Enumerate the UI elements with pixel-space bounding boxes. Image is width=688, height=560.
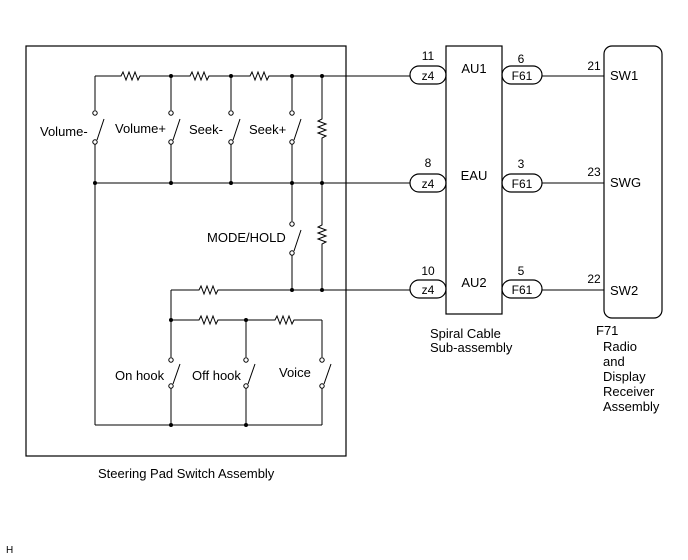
steering-pad-box	[25, 45, 347, 457]
off-hook-switch	[243, 320, 256, 425]
label-seek-up: Seek+	[249, 122, 286, 137]
radio-title-2: and	[603, 354, 625, 369]
seek-up-switch	[289, 76, 302, 183]
label-off-hook: Off hook	[192, 368, 241, 383]
connector-f61-group: F61 F61 F61 6 3 5	[501, 52, 543, 299]
mode-hold-switch	[289, 183, 302, 290]
pin-23: 23	[587, 165, 601, 179]
label-voice: Voice	[279, 365, 311, 380]
label-mode-hold: MODE/HOLD	[207, 230, 286, 245]
signal-sw2: SW2	[610, 283, 638, 298]
on-hook-switch	[168, 320, 181, 425]
corner-mark: H	[6, 545, 13, 556]
label-on-hook: On hook	[115, 368, 165, 383]
radio-code: F71	[596, 323, 618, 338]
radio-title-1: Radio	[603, 339, 637, 354]
conn-label-f61-2: F61	[512, 177, 533, 191]
spiral-cable-title-2: Sub-assembly	[430, 340, 513, 355]
voice-switch	[319, 320, 332, 425]
connector-f61-sw2	[501, 279, 543, 299]
pin-5: 5	[518, 264, 525, 278]
top-resistor-chain	[95, 70, 410, 82]
junction-dots	[93, 74, 324, 427]
pin-10: 10	[421, 264, 435, 278]
conn-label-f61-1: F61	[512, 69, 533, 83]
connector-z4-group: z4 z4 z4 11 8 10	[409, 49, 447, 299]
conn-label-f61-3: F61	[512, 283, 533, 297]
pin-6: 6	[518, 52, 525, 66]
signal-au1: AU1	[461, 61, 486, 76]
radio-box	[603, 45, 663, 319]
conn-label-z4-3: z4	[422, 283, 435, 297]
label-volume-up: Volume+	[115, 121, 166, 136]
radio-title-5: Assembly	[603, 399, 660, 414]
conn-label-z4-2: z4	[422, 177, 435, 191]
label-volume-down: Volume-	[40, 124, 88, 139]
spiral-cable-sub-assembly: AU1 EAU AU2 Spiral Cable Sub-assembly	[430, 45, 513, 355]
pin-3: 3	[518, 157, 525, 171]
pin-11: 11	[422, 49, 435, 63]
conn-label-z4-1: z4	[422, 69, 435, 83]
steering-pad-switch-assembly: Volume- Volume+ Seek- Seek+ MODE/HOLD On…	[25, 45, 410, 481]
radio-display-receiver-assembly: SW1 SWG SW2 F71 Radio and Display Receiv…	[596, 45, 663, 414]
spiral-cable-title-1: Spiral Cable	[430, 326, 501, 341]
radio-title-3: Display	[603, 369, 646, 384]
signal-swg: SWG	[610, 175, 641, 190]
signal-sw1: SW1	[610, 68, 638, 83]
pin-21: 21	[587, 59, 601, 73]
radio-title-4: Receiver	[603, 384, 655, 399]
signal-au2: AU2	[461, 275, 486, 290]
pin-8: 8	[425, 156, 432, 170]
seek-down-switch	[228, 76, 241, 183]
connector-f61-sw1	[501, 65, 543, 85]
pin-22: 22	[587, 272, 601, 286]
label-seek-down: Seek-	[189, 122, 223, 137]
radio-wires: 21 23 22	[542, 59, 604, 291]
au2-line	[170, 284, 410, 320]
steering-pad-title: Steering Pad Switch Assembly	[98, 466, 275, 481]
volume-down-switch	[92, 76, 105, 425]
volume-up-switch	[168, 76, 181, 183]
signal-eau: EAU	[461, 168, 488, 183]
